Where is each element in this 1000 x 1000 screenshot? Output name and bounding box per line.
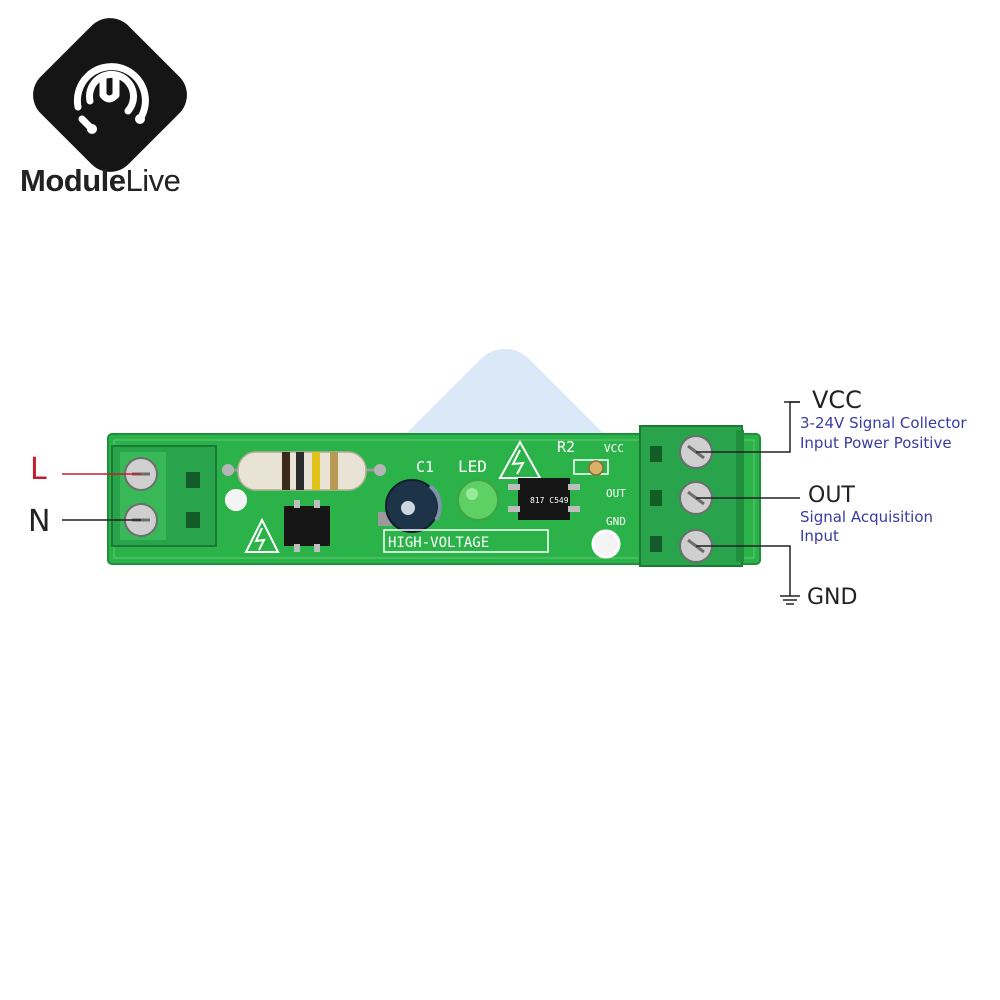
right-terminal-block <box>639 425 744 567</box>
vcc-description-line1: 3-24V Signal Collector <box>800 414 967 432</box>
ground-symbol-icon <box>780 595 800 605</box>
pin-label-l: L <box>30 452 47 487</box>
pin-label-vcc: VCC <box>812 386 862 414</box>
pin-label-n: N <box>28 504 51 539</box>
led-indicator <box>457 479 499 521</box>
out-description-line1: Signal Acquisition <box>800 508 934 526</box>
label-r2: R2 <box>557 438 575 456</box>
optocoupler-chip: 817 C549 <box>508 478 580 520</box>
label-c1: C1 <box>416 458 434 476</box>
pcb-label-vcc: VCC <box>604 442 624 455</box>
brand-name: ModuleLive <box>20 163 181 199</box>
brand-name-bold: Module <box>20 163 126 198</box>
rectifier-chip <box>284 500 330 552</box>
left-terminal-block <box>111 445 217 547</box>
pcb-label-gnd: GND <box>606 515 626 528</box>
pcb-label-out: OUT <box>606 487 626 500</box>
label-led: LED <box>458 457 487 476</box>
power-resistor <box>222 451 386 491</box>
vcc-description-line2: Input Power Positive <box>800 434 952 452</box>
out-description-line2: Input <box>800 527 839 545</box>
callout-lines-right <box>696 401 800 596</box>
brand-name-light: Live <box>125 163 181 198</box>
pin-label-gnd: GND <box>807 585 858 610</box>
label-high-voltage: HIGH-VOLTAGE <box>388 535 489 551</box>
optocoupler-code: 817 C549 <box>530 496 569 505</box>
capacitor-c1 <box>378 479 442 533</box>
pin-label-out: OUT <box>808 483 855 508</box>
module-live-logo-icon <box>33 18 187 172</box>
